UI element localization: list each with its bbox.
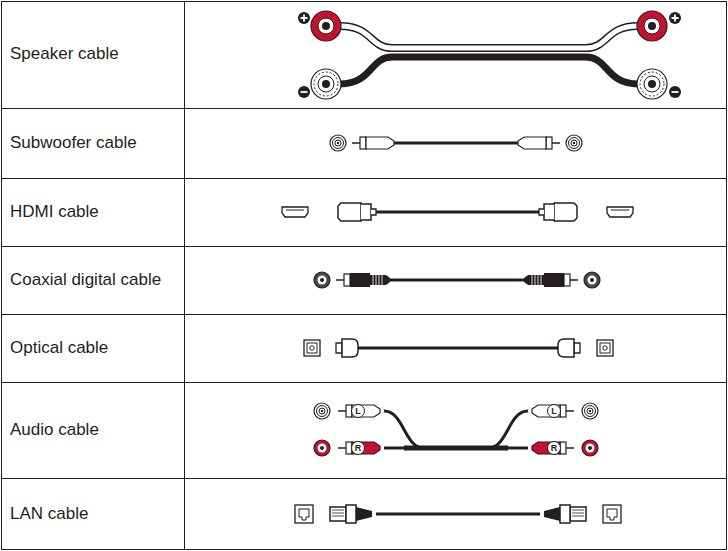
- hdmi-cable-illustration: [282, 203, 633, 221]
- channel-letter: L: [351, 404, 365, 418]
- channel-letter: R: [547, 441, 561, 455]
- row-label: Coaxial digital cable: [10, 270, 161, 290]
- coaxial-cable-illustration: [314, 272, 600, 288]
- row-label: Audio cable: [10, 420, 99, 440]
- channel-letter: L: [547, 404, 561, 418]
- row-label: LAN cable: [10, 504, 88, 524]
- row-label: Subwoofer cable: [10, 133, 137, 153]
- row-label: Speaker cable: [10, 44, 119, 64]
- subwoofer-cable-illustration: [330, 135, 582, 151]
- lan-cable-illustration: [295, 505, 621, 523]
- row-label: HDMI cable: [10, 202, 99, 222]
- channel-letter: R: [351, 441, 365, 455]
- audio-cable-illustration: [314, 403, 598, 456]
- optical-cable-illustration: [304, 339, 613, 357]
- speaker-cable-illustration: [298, 11, 681, 99]
- row-label: Optical cable: [10, 338, 108, 358]
